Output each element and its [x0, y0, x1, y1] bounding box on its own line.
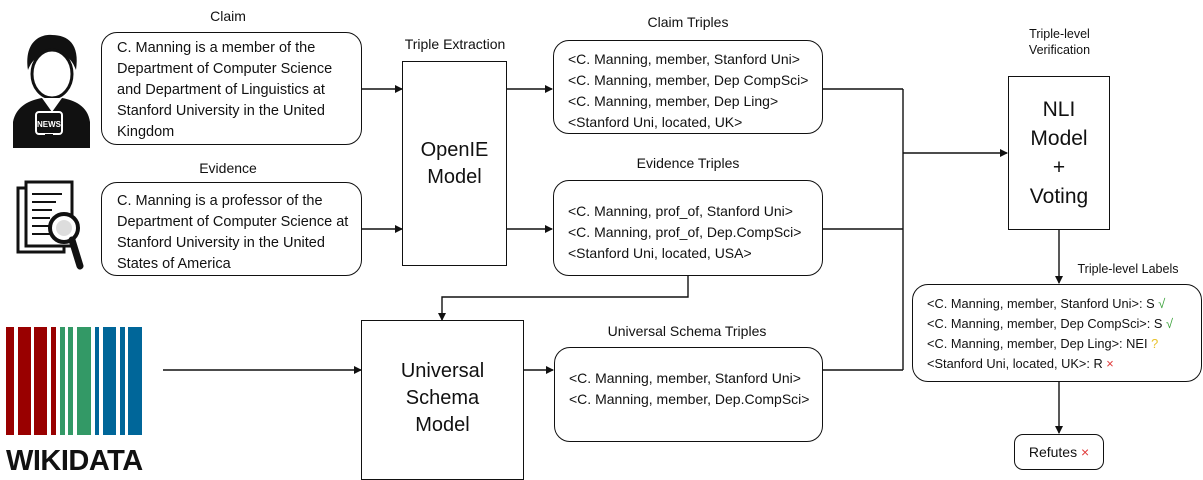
universal-schema-line: Model: [415, 413, 470, 436]
openie-model-line: OpenIE: [420, 138, 489, 161]
wikidata-bar: [120, 327, 125, 435]
wikidata-wordmark: WIKIDATA: [6, 445, 143, 477]
universal-schema-triple: <C. Manning, member, Dep.CompSci>: [569, 391, 810, 407]
refutes-result-text: Refutes: [1028, 444, 1078, 460]
evidence-line: C. Manning is a professor of the: [117, 193, 323, 209]
triple-extraction-label: Triple Extraction: [404, 36, 506, 52]
evidence-line: States of America: [117, 256, 231, 272]
nei-question-icon: ?: [1151, 336, 1159, 351]
claim-label: Claim: [210, 8, 246, 24]
universal-schema-triples-box: <C. Manning, member, Stanford Uni> <C. M…: [554, 347, 823, 442]
claim-triple: <C. Manning, member, Dep CompSci>: [568, 72, 809, 88]
evidence-triple: <Stanford Uni, located, USA>: [568, 245, 752, 261]
verification-label-line: Verification: [1028, 43, 1091, 57]
claim-triples-box: <C. Manning, member, Stanford Uni> <C. M…: [553, 40, 823, 134]
claim-line: Kingdom: [117, 124, 175, 140]
wikidata-bar: [6, 327, 14, 435]
claim-triple: <Stanford Uni, located, UK>: [568, 114, 743, 130]
triple-level-labels-box: <C. Manning, member, Stanford Uni>: S √ …: [912, 284, 1202, 382]
claim-box: C. Manning is a member of the Department…: [101, 32, 362, 145]
wikidata-bar: [77, 327, 91, 435]
wikidata-bar: [51, 327, 56, 435]
label-item: <C. Manning, member, Dep Ling>: NEI ?: [927, 334, 1201, 354]
verification-label-line: Triple-level: [1029, 27, 1090, 41]
label-item: <C. Manning, member, Dep CompSci>: S √: [927, 314, 1201, 334]
label-item-text: <Stanford Uni, located, UK>: R: [927, 356, 1103, 371]
claim-line: Department of Computer Science: [117, 61, 333, 77]
refutes-result-box: Refutes ×: [1014, 434, 1104, 470]
label-item-text: <C. Manning, member, Dep CompSci>: S: [927, 316, 1163, 331]
wikidata-bar: [68, 327, 73, 435]
refutes-cross-icon: ×: [1106, 356, 1114, 371]
evidence-triple: <C. Manning, prof_of, Stanford Uni>: [568, 203, 793, 219]
nli-model-line: Model: [1030, 127, 1088, 150]
supports-check-icon: √: [1166, 316, 1174, 331]
triple-level-labels-title: Triple-level Labels: [1077, 262, 1179, 276]
label-item: <Stanford Uni, located, UK>: R ×: [927, 354, 1201, 374]
claim-line: and Department of Linguistics at: [117, 82, 325, 98]
wikidata-bar: [60, 327, 65, 435]
label-item-text: <C. Manning, member, Dep Ling>: NEI: [927, 336, 1148, 351]
evidence-triples-box: <C. Manning, prof_of, Stanford Uni> <C. …: [553, 180, 823, 276]
label-item: <C. Manning, member, Stanford Uni>: S √: [927, 294, 1201, 314]
universal-schema-line: Schema: [405, 386, 480, 409]
evidence-line: Department of Computer Science at: [117, 214, 349, 230]
refutes-cross-icon: ×: [1080, 444, 1090, 460]
universal-schema-triple: <C. Manning, member, Stanford Uni>: [569, 370, 801, 386]
openie-model-line: Model: [427, 165, 482, 188]
verification-label: Triple-level Verification: [1012, 26, 1107, 58]
evidence-label: Evidence: [199, 160, 257, 176]
openie-model-box: OpenIE Model: [402, 61, 507, 266]
claim-triple: <C. Manning, member, Dep Ling>: [568, 93, 779, 109]
nli-model-line: Voting: [1029, 185, 1089, 208]
claim-line: C. Manning is a member of the: [117, 40, 316, 56]
wikidata-bar: [18, 327, 31, 435]
evidence-triple: <C. Manning, prof_of, Dep.CompSci>: [568, 224, 802, 240]
universal-schema-line: Universal: [400, 359, 485, 382]
reporter-icon: NEWS: [10, 30, 92, 148]
wikidata-bar: [95, 327, 99, 435]
evidence-line: Stanford University in the United: [117, 235, 325, 251]
wikidata-bar: [103, 327, 116, 435]
evidence-box: C. Manning is a professor of the Departm…: [101, 182, 362, 276]
svg-text:NEWS: NEWS: [37, 120, 62, 129]
nli-model-line: NLI: [1042, 98, 1076, 121]
claim-line: Stanford University in the United: [117, 103, 325, 119]
nli-model-voting-box: NLI Model + Voting: [1008, 76, 1110, 230]
supports-check-icon: √: [1158, 296, 1166, 311]
claim-triple: <C. Manning, member, Stanford Uni>: [568, 51, 800, 67]
claim-triples-label: Claim Triples: [647, 14, 729, 30]
wikidata-bar: [34, 327, 47, 435]
label-item-text: <C. Manning, member, Stanford Uni>: S: [927, 296, 1155, 311]
document-search-icon: [16, 180, 86, 272]
wikidata-logo: WIKIDATA: [6, 327, 146, 477]
arrow-evidence-triples-to-universal-schema: [438, 276, 689, 321]
evidence-triples-label: Evidence Triples: [636, 155, 740, 171]
wikidata-bar: [128, 327, 142, 435]
universal-schema-model-box: Universal Schema Model: [361, 320, 524, 480]
universal-schema-triples-label: Universal Schema Triples: [607, 323, 767, 339]
nli-model-line: +: [1052, 156, 1066, 179]
